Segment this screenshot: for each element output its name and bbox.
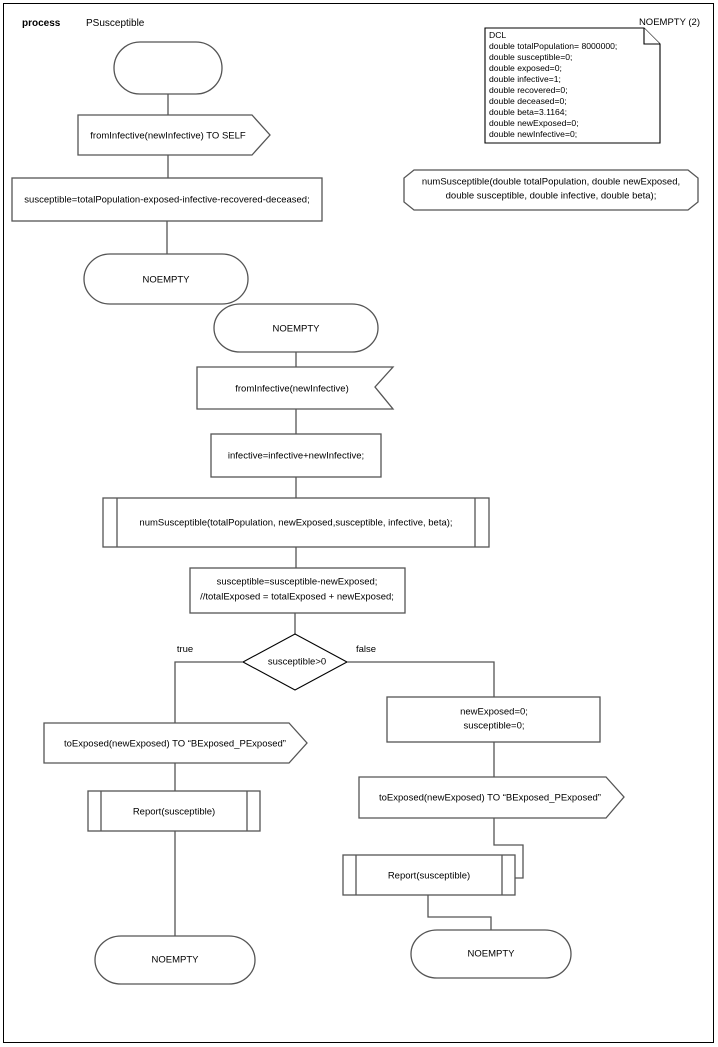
input-frominfective-shape [196, 366, 395, 410]
task-susceptible-label: susceptible=totalPopulation-exposed-infe… [24, 195, 309, 206]
dcl-line-7: double newExposed=0; [489, 118, 579, 128]
branch-label-false: false [356, 644, 376, 655]
dcl-line-3: double infective=1; [489, 74, 561, 84]
procedure-declaration-line1: numSusceptible(double totalPopulation, d… [422, 177, 680, 188]
call-report-left-label: Report(susceptible) [133, 807, 215, 818]
dcl-line-1: double susceptible=0; [489, 52, 572, 62]
task-reset-line2: susceptible=0; [464, 721, 525, 732]
task-reset-line1: newExposed=0; [460, 707, 528, 718]
state-noempty-1-label: NOEMPTY [143, 275, 191, 286]
connector-right-report-to-state [427, 895, 492, 930]
dcl-note-fold-icon [643, 28, 660, 45]
output-self-label: fromInfective(newInfective) TO SELF [90, 131, 246, 142]
process-name: PSusceptible [86, 18, 145, 29]
state-noempty-2-shape [213, 303, 379, 353]
state-noempty-1-shape [83, 253, 249, 305]
state-noempty-2-label: NOEMPTY [273, 324, 321, 335]
procedure-declaration-line2: double susceptible, double infective, do… [446, 191, 657, 202]
task-susceptible-shape [11, 177, 323, 222]
state-noempty-right-label: NOEMPTY [468, 949, 516, 960]
branch-label-true: true [177, 644, 193, 655]
state-noempty-right-shape [410, 929, 572, 979]
dcl-line-2: double exposed=0; [489, 63, 562, 73]
decision-shape [241, 633, 349, 691]
task-susceptible2-line2: //totalExposed = totalExposed + newExpos… [200, 592, 394, 603]
dcl-line-5: double deceased=0; [489, 96, 567, 106]
call-report-right-shape [342, 854, 516, 896]
call-numsusceptible-label: numSusceptible(totalPopulation, newExpos… [139, 518, 452, 529]
call-numsusceptible-shape [102, 497, 490, 548]
dcl-line-6: double beta=3.1164; [489, 107, 567, 117]
call-report-right-label: Report(susceptible) [388, 871, 470, 882]
connector-true-branch [174, 661, 243, 723]
task-susceptible2-line1: susceptible=susceptible-newExposed; [217, 577, 378, 588]
process-keyword: process [22, 18, 61, 29]
connector-false-branch [347, 661, 495, 697]
state-noempty-left-shape [94, 935, 256, 985]
output-self-shape [77, 114, 271, 156]
task-infective-label: infective=infective+newInfective; [228, 451, 364, 462]
dcl-line-4: double recovered=0; [489, 85, 568, 95]
task-infective-shape [210, 433, 382, 478]
dcl-title: DCL [489, 30, 506, 40]
dcl-line-0: double totalPopulation= 8000000; [489, 41, 617, 51]
input-frominfective-label: fromInfective(newInfective) [235, 384, 349, 395]
note-corner-label: NOEMPTY (2) [639, 17, 700, 28]
dcl-line-8: double newInfective=0; [489, 129, 577, 139]
call-report-left-shape [87, 790, 261, 832]
output-toexposed-right-shape [358, 776, 625, 819]
task-susceptible2-shape [189, 567, 406, 614]
state-noempty-left-label: NOEMPTY [152, 955, 200, 966]
procedure-declaration-shape [403, 169, 699, 211]
task-reset-shape [386, 696, 601, 743]
connector-right-output-to-report [493, 818, 524, 879]
output-toexposed-left-shape [43, 722, 308, 764]
output-toexposed-right-label: toExposed(newExposed) TO “BExposed_PExpo… [379, 793, 601, 804]
start-state-shape [113, 41, 223, 95]
dcl-note-shape [484, 27, 661, 144]
page-border [3, 3, 714, 1043]
output-toexposed-left-label: toExposed(newExposed) TO “BExposed_PExpo… [64, 739, 286, 750]
decision-label: susceptible>0 [268, 657, 326, 668]
